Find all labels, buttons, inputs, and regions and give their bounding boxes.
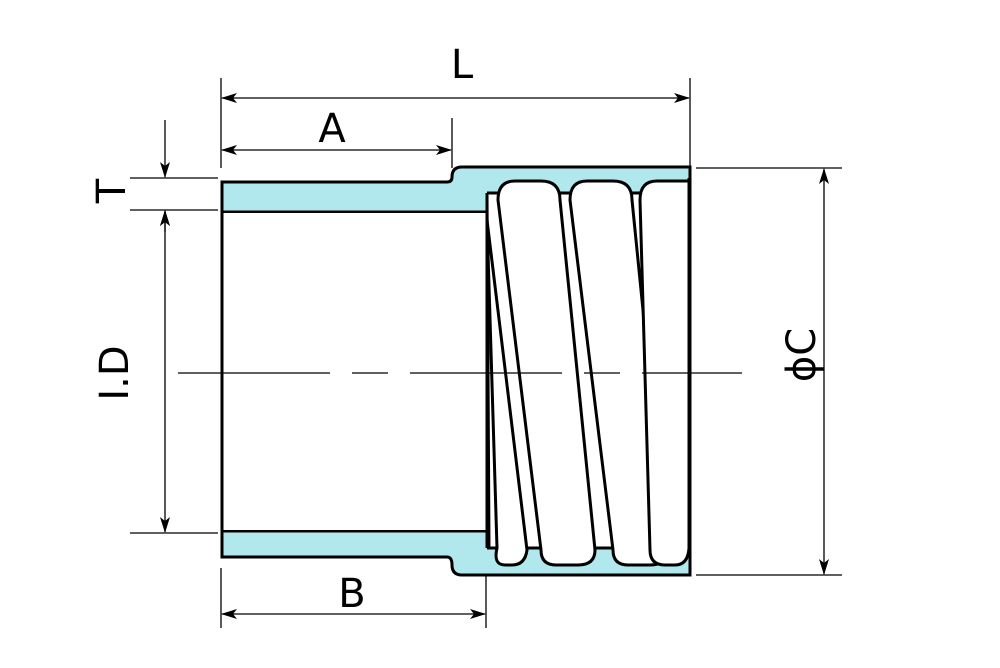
thread-section — [485, 167, 692, 575]
label-B: B — [338, 571, 365, 617]
label-A: A — [318, 106, 346, 152]
label-phiC: ϕC — [779, 328, 825, 382]
label-L: L — [451, 42, 474, 88]
dimension-lines — [160, 93, 829, 619]
label-T: T — [89, 178, 135, 204]
thread-coils — [485, 179, 691, 567]
label-ID: I.D — [92, 345, 138, 400]
extension-lines — [130, 78, 842, 628]
